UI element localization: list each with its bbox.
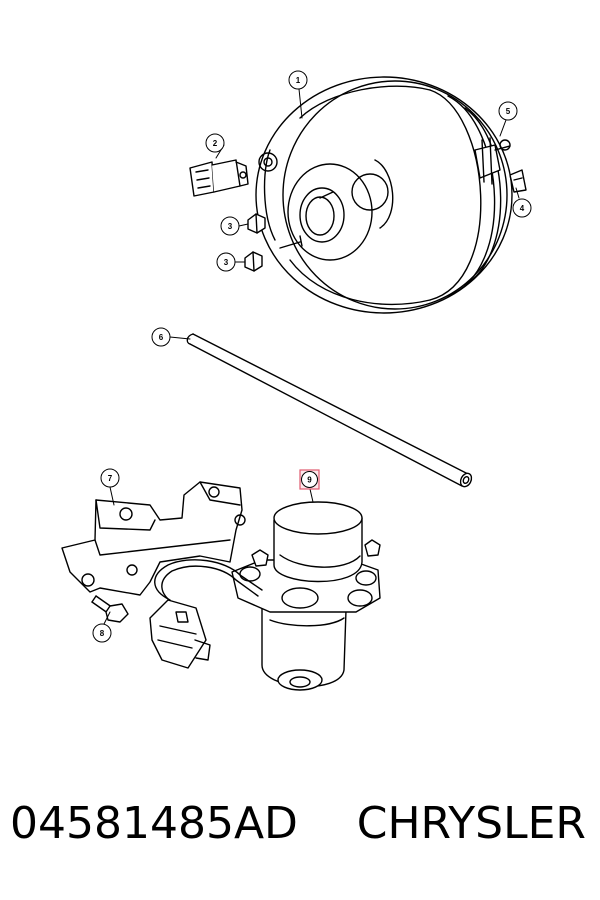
svg-text:7: 7 (108, 474, 113, 483)
booster-clip (509, 169, 527, 193)
pump-bracket (61, 481, 246, 596)
callout-3-upper: 3 (220, 216, 240, 236)
bracket-bolt (91, 595, 129, 623)
svg-text:5: 5 (506, 107, 511, 116)
nut-upper (247, 213, 266, 234)
svg-text:3: 3 (228, 222, 233, 231)
brand-name: CHRYSLER (356, 798, 586, 849)
callout-5: 5 (498, 101, 518, 121)
svg-text:4: 4 (520, 204, 525, 213)
part-number: 04581485AD (10, 798, 298, 849)
svg-text:3: 3 (224, 258, 229, 267)
svg-text:6: 6 (159, 333, 164, 342)
parts-diagram: 1 2 3 3 4 5 6 7 8 9 (61, 70, 532, 691)
svg-text:8: 8 (100, 629, 105, 638)
vacuum-hose (186, 333, 473, 488)
callout-6: 6 (151, 327, 171, 347)
footer: 04581485AD CHRYSLER (0, 792, 600, 872)
pump-wire-harness (149, 559, 263, 669)
callout-7: 7 (100, 468, 120, 488)
callout-2: 2 (205, 133, 225, 153)
vacuum-pump (231, 501, 381, 691)
callout-1: 1 (288, 70, 308, 90)
svg-text:9: 9 (307, 476, 312, 485)
leader-lines (103, 88, 520, 625)
callout-3-lower: 3 (216, 252, 236, 272)
vacuum-sensor (189, 159, 249, 197)
svg-text:2: 2 (213, 139, 218, 148)
callout-9-highlighted[interactable]: 9 (299, 469, 320, 490)
svg-text:1: 1 (296, 76, 301, 85)
callout-4: 4 (512, 198, 532, 218)
callout-8: 8 (92, 623, 112, 643)
nut-lower (244, 251, 263, 272)
brake-booster (255, 76, 513, 314)
